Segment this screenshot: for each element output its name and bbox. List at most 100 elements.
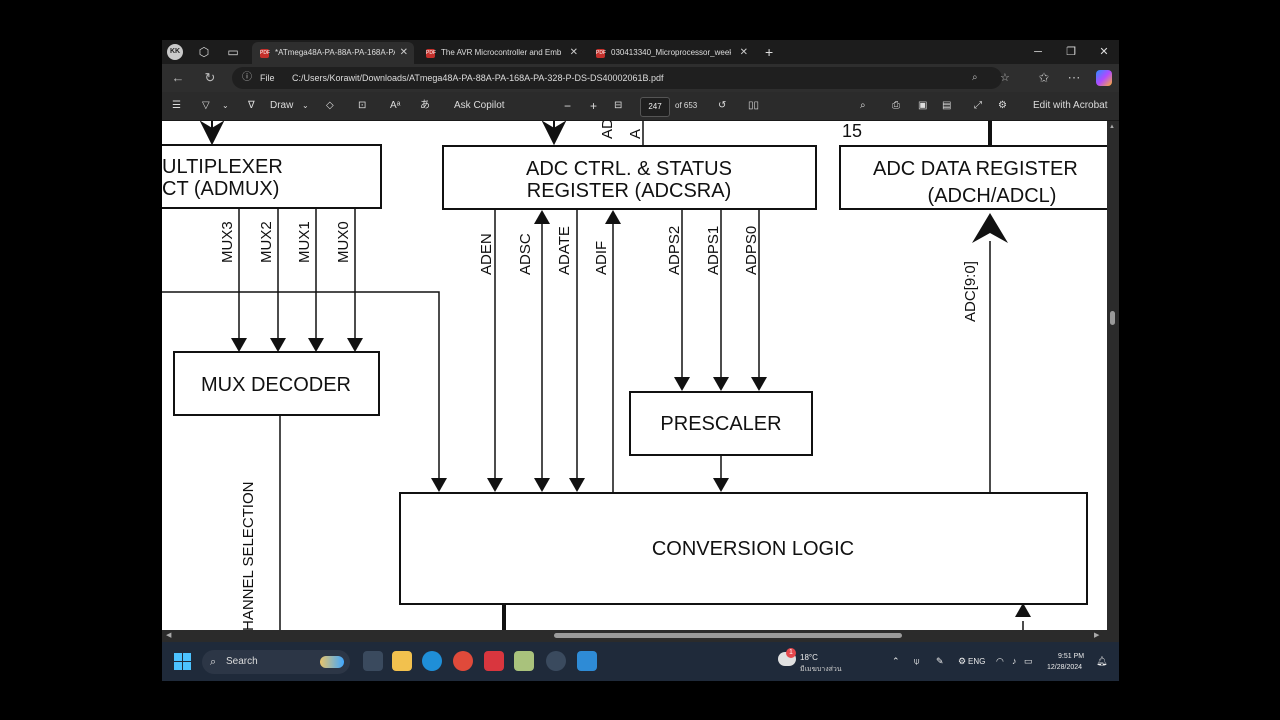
edge-icon[interactable] [422, 651, 442, 671]
clock-time[interactable]: 9:51 PM [1058, 653, 1085, 660]
windows-start-icon[interactable] [174, 653, 191, 670]
save-icon[interactable]: ▣ [918, 100, 928, 111]
tray-app-icon[interactable]: ⍦ [914, 656, 920, 666]
adps2-label: ADPS2 [666, 226, 683, 275]
save-as-icon[interactable]: ▤ [942, 100, 952, 111]
pdf-page[interactable]: ULTIPLEXER CT (ADMUX) ADC CTRL. & STATUS… [162, 121, 1107, 671]
profile-avatar[interactable]: KK [167, 44, 183, 60]
adc-block-diagram: ULTIPLEXER CT (ADMUX) ADC CTRL. & STATUS… [162, 121, 1107, 671]
adc-bus-label: ADC[9:0] [962, 261, 979, 322]
task-view-icon[interactable] [363, 651, 383, 671]
favorite-star-icon[interactable]: ☆ [1000, 72, 1010, 84]
print-icon[interactable]: ⎙ [892, 100, 900, 111]
chevron-down-icon[interactable]: ⌄ [222, 101, 229, 110]
erase-icon[interactable]: ◇ [326, 100, 334, 111]
back-icon[interactable]: ← [171, 70, 185, 85]
pen-icon[interactable]: ✎ [936, 656, 944, 666]
file-explorer-icon[interactable] [392, 651, 412, 671]
scroll-up-icon[interactable]: ▲ [1109, 124, 1115, 130]
zoom-in-button[interactable]: + [590, 99, 598, 113]
adps0-label: ADPS0 [743, 226, 760, 275]
paint-icon[interactable] [577, 651, 597, 671]
mux3-label: MUX3 [219, 221, 236, 263]
mux-decoder-label: MUX DECODER [201, 374, 351, 396]
app-icon-red[interactable] [484, 651, 504, 671]
bit-number-15: 15 [842, 121, 862, 141]
page-number-input[interactable]: 247 [640, 97, 670, 117]
tab-atmega-datasheet[interactable]: PDF*ATmega48A-PA-88A-PA-168A-PA ✕ [252, 42, 414, 64]
adc-data-title-line1: ADC DATA REGISTER [873, 158, 1078, 180]
workspaces-icon[interactable]: ⬡ [198, 45, 210, 59]
minimize-button[interactable]: ─ [1034, 46, 1042, 58]
pdf-icon: PDF [260, 48, 270, 58]
page-view-icon[interactable]: ▯▯ [748, 100, 760, 111]
chevron-down-icon[interactable]: ⌄ [302, 101, 309, 110]
restore-button[interactable]: ❐ [1066, 46, 1076, 58]
info-icon[interactable]: ⓘ [242, 72, 252, 83]
search-icon: ⌕ [210, 656, 217, 668]
contents-icon[interactable]: ☰ [172, 100, 181, 111]
clock-date[interactable]: 12/28/2024 [1047, 664, 1083, 671]
zoom-out-button[interactable]: − [564, 99, 572, 113]
adcsra-title-line2: REGISTER (ADCSRA) [527, 180, 731, 202]
translate-icon[interactable]: あ [420, 100, 430, 111]
favorites-icon[interactable]: ✩ [1038, 70, 1050, 85]
draw-button[interactable]: Draw [270, 100, 294, 111]
bit-label-a: A [627, 129, 644, 139]
rotate-icon[interactable]: ↺ [718, 100, 727, 111]
tab-title: The AVR Microcontroller and Emb [441, 48, 561, 57]
close-window-button[interactable]: ✕ [1099, 46, 1109, 58]
address-bar[interactable]: ⓘ File C:/Users/Korawit/Downloads/ATmega… [232, 67, 1010, 89]
tab-bar: KK ⬡ ▭ PDF*ATmega48A-PA-88A-PA-168A-PA ✕… [162, 40, 1119, 64]
vertical-scroll-thumb[interactable] [1110, 311, 1115, 325]
horizontal-scroll-thumb[interactable] [554, 633, 902, 638]
close-tab-icon[interactable]: ✕ [399, 47, 408, 58]
chrome-icon[interactable] [453, 651, 473, 671]
address-scheme: File [260, 73, 275, 83]
adif-label: ADIF [593, 241, 610, 275]
horizontal-scrollbar[interactable]: ◀ ▶ [162, 630, 1107, 642]
tray-settings-icon[interactable]: ⚙ [958, 656, 967, 666]
settings-gear-icon[interactable]: ⚙ [998, 100, 1007, 111]
mux2-label: MUX2 [258, 221, 275, 263]
mux1-label: MUX1 [296, 221, 313, 263]
zoom-icon[interactable]: ⌕ [972, 72, 978, 83]
app-icon-circle[interactable] [546, 651, 566, 671]
ask-copilot-button[interactable]: Ask Copilot [454, 100, 505, 111]
language-indicator[interactable]: ENG [968, 657, 986, 666]
wifi-icon[interactable]: ◠ [996, 656, 1004, 666]
text-box-icon[interactable]: ⊡ [358, 100, 367, 111]
battery-icon[interactable]: ▭ [1024, 656, 1033, 666]
fullscreen-icon[interactable]: ⤢ [974, 100, 982, 111]
adps1-label: ADPS1 [705, 226, 722, 275]
bit-label-ad: AD [599, 121, 616, 139]
adc-data-title-line2: (ADCH/ADCL) [928, 185, 1057, 207]
new-tab-button[interactable]: + [765, 44, 774, 60]
vertical-scrollbar[interactable]: ▲ ▼ [1107, 121, 1119, 671]
volume-icon[interactable]: ♪ [1012, 656, 1017, 666]
chevron-up-icon[interactable]: ⌃ [892, 656, 900, 666]
close-tab-icon[interactable]: ✕ [569, 47, 578, 58]
more-menu-icon[interactable]: ⋯ [1067, 70, 1081, 85]
notepad-icon[interactable] [514, 651, 534, 671]
search-icon[interactable]: ⌕ [860, 100, 866, 111]
close-tab-icon[interactable]: ✕ [739, 47, 748, 58]
edit-with-acrobat-button[interactable]: Edit with Acrobat [1033, 100, 1108, 111]
taskbar-search[interactable]: ⌕ Search [202, 650, 350, 674]
scroll-right-icon[interactable]: ▶ [1094, 632, 1100, 639]
tab-actions-icon[interactable]: ▭ [227, 45, 239, 59]
draw-icon[interactable]: ∇ [248, 100, 255, 111]
search-label: Search [226, 656, 258, 667]
scroll-left-icon[interactable]: ◀ [166, 632, 172, 639]
refresh-icon[interactable]: ↻ [204, 70, 216, 85]
read-aloud-icon[interactable]: Aᵃ [390, 100, 401, 111]
notifications-bell-icon[interactable]: 🔔︎ [1096, 656, 1108, 666]
copilot-icon[interactable] [1096, 70, 1112, 86]
search-highlight-icon [320, 656, 344, 668]
pdf-toolbar: ☰ ▽ ⌄ ∇ Draw ⌄ ◇ ⊡ Aᵃ あ Ask Copilot − + … [162, 92, 1119, 121]
highlight-icon[interactable]: ▽ [202, 100, 210, 111]
weather-desc: มีเมฆบางส่วน [800, 666, 842, 673]
fit-page-icon[interactable]: ⊟ [614, 100, 623, 111]
